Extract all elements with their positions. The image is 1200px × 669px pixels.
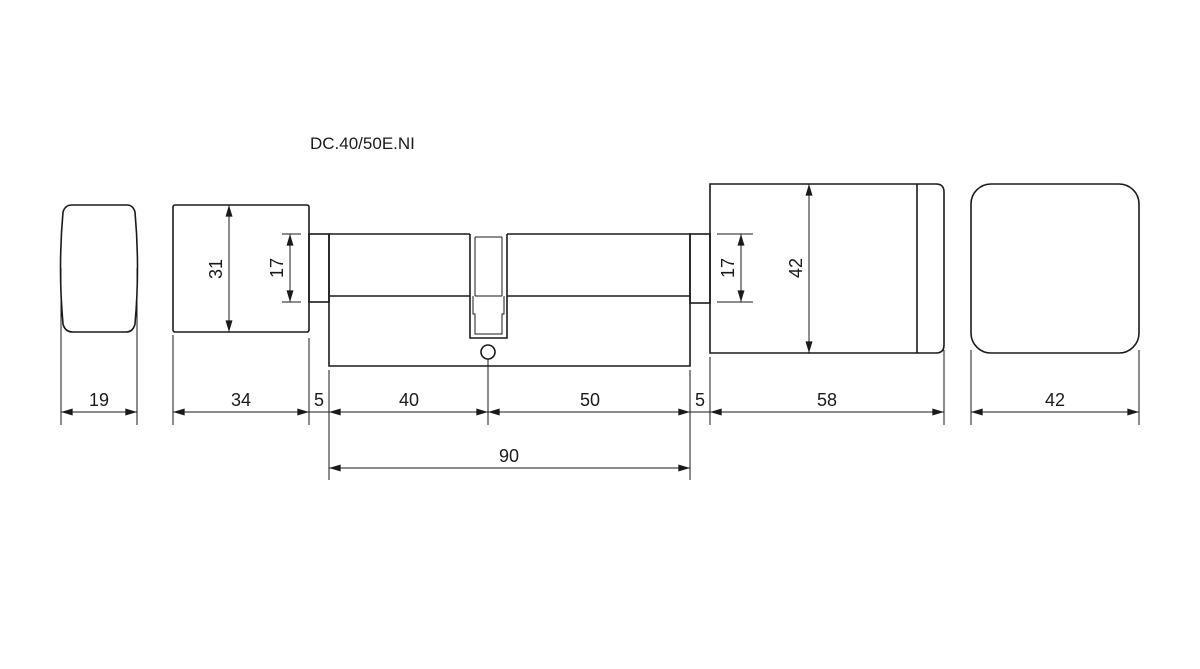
dim-right-gap: 5 <box>695 390 705 410</box>
dim-left-knob-height: 31 <box>206 259 226 279</box>
left-spindle <box>308 233 330 303</box>
dim-left-cylinder: 40 <box>399 390 419 410</box>
small-knob-profile <box>59 204 139 333</box>
screw-hole <box>480 344 496 360</box>
right-knob-face <box>970 183 1140 354</box>
dim-right-cylinder: 50 <box>580 390 600 410</box>
dimension-lines <box>60 184 1140 472</box>
dim-small-knob-width: 19 <box>89 390 109 410</box>
dim-right-spindle-height: 17 <box>718 258 738 278</box>
dim-left-gap: 5 <box>314 390 324 410</box>
dim-total-cylinder: 90 <box>499 446 519 466</box>
dim-left-knob-length: 34 <box>231 390 251 410</box>
dim-right-knob-height: 42 <box>786 258 806 278</box>
cylinder-body <box>328 233 691 367</box>
drawing-title: DC.40/50E.NI <box>310 134 415 153</box>
dim-right-knob-face: 42 <box>1045 390 1065 410</box>
right-spindle <box>689 233 711 304</box>
dim-left-spindle-height: 17 <box>267 258 287 278</box>
left-knob <box>172 204 310 333</box>
dim-right-knob-length: 58 <box>817 390 837 410</box>
right-knob <box>709 183 945 354</box>
